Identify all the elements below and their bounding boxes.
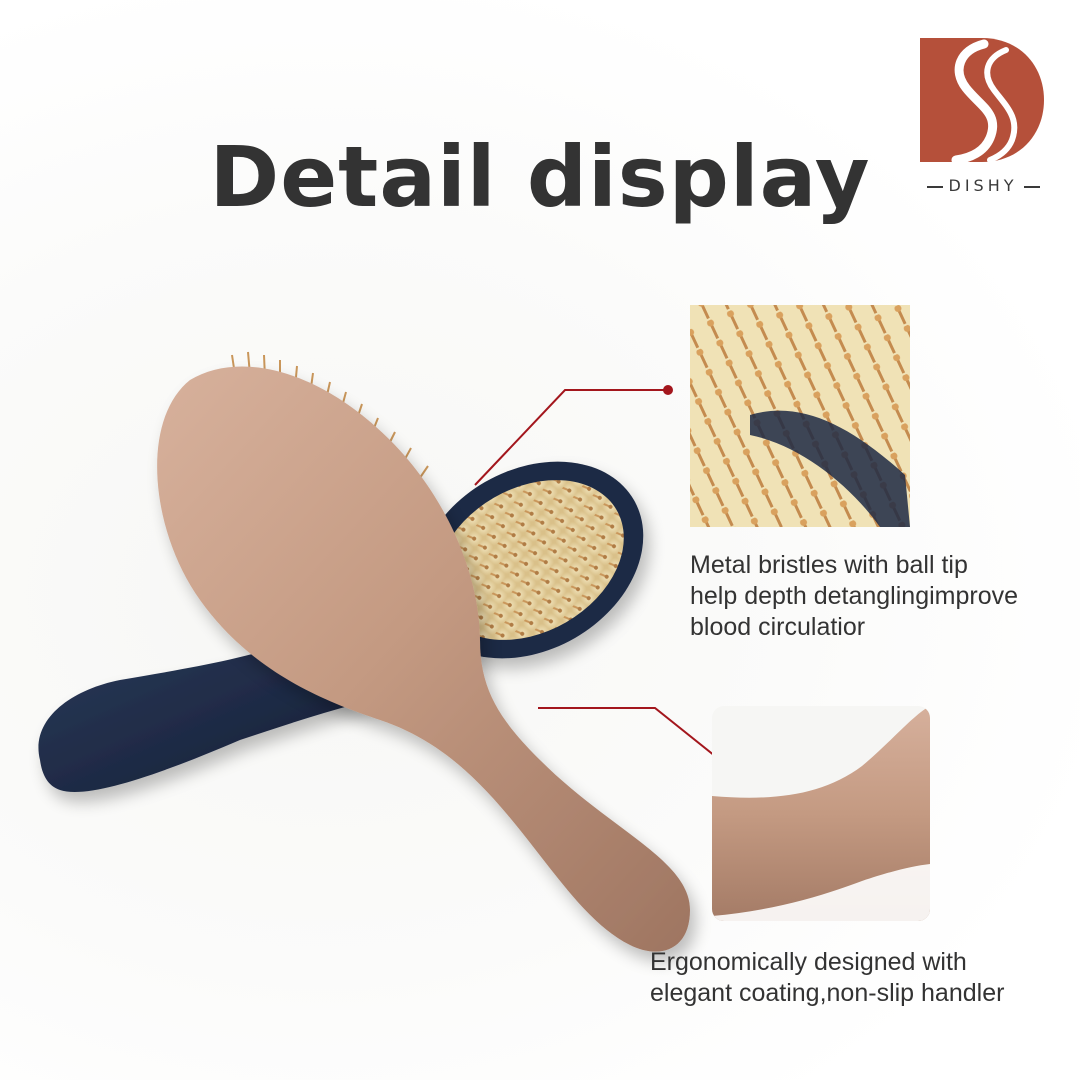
page-title: Detail display <box>209 128 871 226</box>
dishy-logo-icon <box>920 38 1044 162</box>
feature-caption-bristles: Metal bristles with ball tip help depth … <box>690 550 1070 643</box>
handle-closeup-image <box>712 706 930 921</box>
feature-caption-handle: Ergonomically designed with elegant coat… <box>650 947 1070 1009</box>
rose-gold-brush <box>157 366 691 952</box>
caption-line: Ergonomically designed with <box>650 948 967 976</box>
bristles-closeup-image <box>690 305 910 527</box>
caption-line: elegant coating,non-slip handler <box>650 979 1005 1007</box>
caption-line: blood circulatior <box>690 613 866 641</box>
brand-logo: DISHY <box>908 36 1058 201</box>
brand-name: DISHY <box>908 176 1058 195</box>
caption-line: help depth detanglingimprove <box>690 582 1019 610</box>
callout-line-bristles <box>474 389 668 486</box>
callout-dot-bristles <box>663 385 673 395</box>
caption-line: Metal bristles with ball tip <box>690 551 968 579</box>
